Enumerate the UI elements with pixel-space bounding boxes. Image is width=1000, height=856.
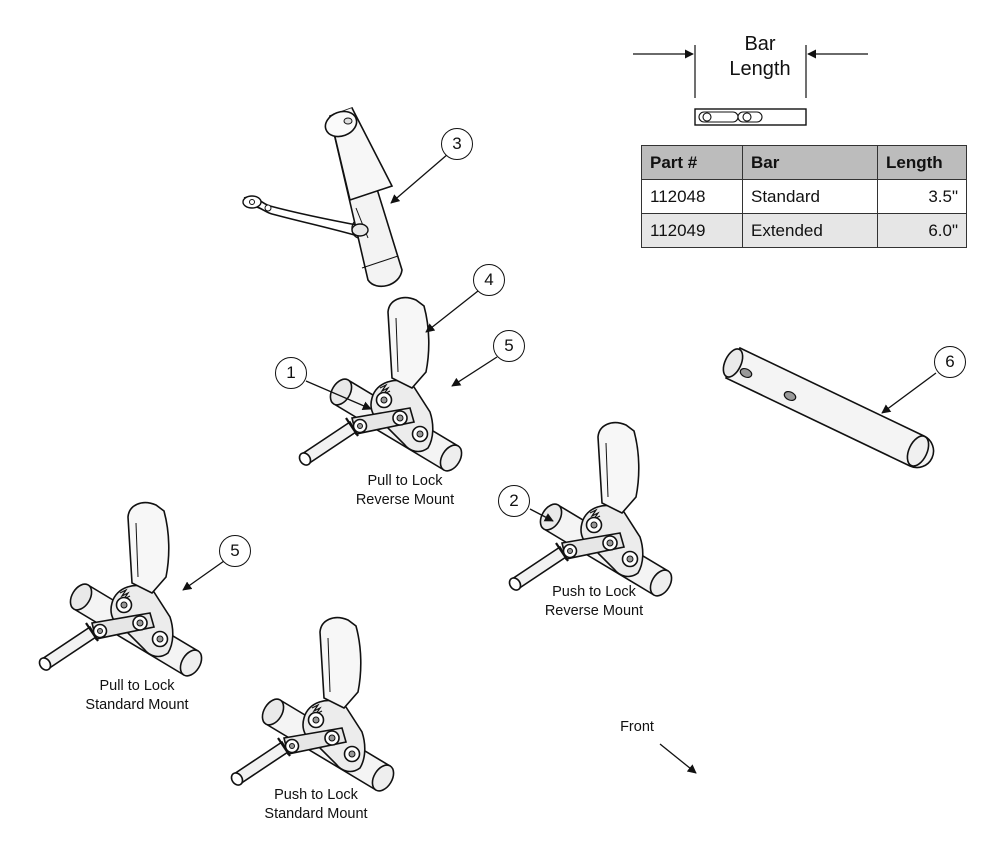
callout-3: 3 bbox=[441, 128, 473, 160]
table-header-row: Part # Bar Length bbox=[641, 145, 967, 180]
bar-length-text: Bar Length bbox=[729, 33, 791, 80]
callout-4: 4 bbox=[473, 264, 505, 296]
table-row: 112048 Standard 3.5" bbox=[641, 179, 967, 214]
push-reverse-lock-illustration bbox=[506, 421, 678, 601]
callout-6: 6 bbox=[934, 346, 966, 378]
cell-part: 112048 bbox=[641, 179, 743, 214]
pull-standard-lock-illustration bbox=[36, 501, 208, 681]
cell-bar: Standard bbox=[742, 179, 878, 214]
header-part: Part # bbox=[641, 145, 743, 180]
parts-table: Part # Bar Length 112048 Standard 3.5" 1… bbox=[641, 145, 967, 248]
callout-1: 1 bbox=[275, 357, 307, 389]
cell-part: 112049 bbox=[641, 213, 743, 248]
bar-icon bbox=[694, 108, 807, 126]
label-front: Front bbox=[620, 719, 654, 735]
label-push-standard: Push to Lock Standard Mount bbox=[264, 787, 368, 822]
push-standard-lock-illustration bbox=[228, 616, 400, 796]
callout-5: 5 bbox=[493, 330, 525, 362]
cell-length: 3.5" bbox=[877, 179, 967, 214]
handle-extension-illustration bbox=[242, 106, 403, 288]
cell-bar: Extended bbox=[742, 213, 878, 248]
label-pull-reverse: Pull to Lock Reverse Mount bbox=[355, 473, 455, 508]
label-push-reverse: Push to Lock Reverse Mount bbox=[544, 584, 644, 619]
cell-length: 6.0" bbox=[877, 213, 967, 248]
header-bar: Bar bbox=[742, 145, 878, 180]
extended-bar-illustration bbox=[722, 346, 935, 469]
bar-length-dimension bbox=[633, 45, 868, 126]
leader-lines bbox=[182, 153, 937, 774]
table-row: 112049 Extended 6.0" bbox=[641, 213, 967, 248]
callout-5-standard: 5 bbox=[219, 535, 251, 567]
pull-reverse-lock-illustration bbox=[296, 296, 468, 476]
callout-2: 2 bbox=[498, 485, 530, 517]
label-pull-standard: Pull to Lock Standard Mount bbox=[85, 678, 189, 713]
bar-length-label: Bar Length bbox=[708, 32, 812, 82]
header-length: Length bbox=[877, 145, 967, 180]
